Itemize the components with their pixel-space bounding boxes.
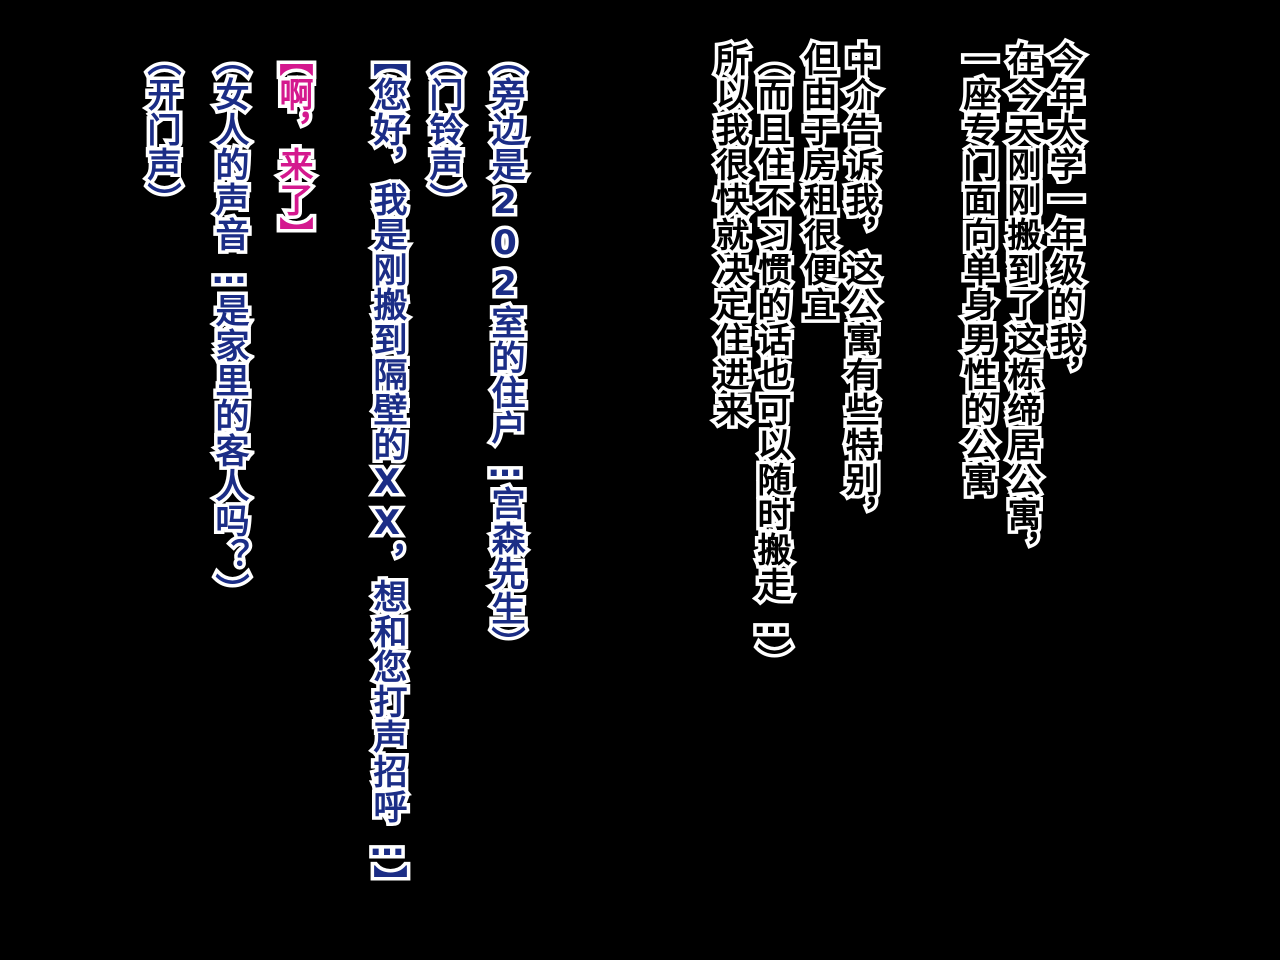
narration-line-6: （而且住不习惯的话也可以随时搬走…） xyxy=(748,39,795,682)
sound-effect-door-open: （开门声） xyxy=(138,39,185,221)
inner-thought-neighbor: （旁边是202室的住户…宫森先生） xyxy=(482,39,529,665)
dialogue-reply: 【啊，来了】 xyxy=(270,39,317,256)
sound-effect-doorbell: （门铃声） xyxy=(420,39,467,221)
narration-line-2: 在今天刚刚搬到了这栋缔居公寓， xyxy=(998,39,1045,571)
narration-line-1: 今年大学一年级的我， xyxy=(1040,39,1087,396)
dialogue-greeting: 【您好，我是刚搬到隔壁的XX，想和您打声招呼…】 xyxy=(364,39,411,904)
inner-thought-woman-voice: （女人的声音…是家里的客人吗？） xyxy=(206,39,253,612)
narration-line-3: 一座专门面向单身男性的公寓 xyxy=(954,39,1001,501)
narration-line-4: 中介告诉我，这公寓有些特别， xyxy=(836,39,883,536)
narration-line-7: 所以我很快就决定住进来 xyxy=(706,39,753,431)
narration-line-5: 但由于房租很便宜 xyxy=(794,39,841,326)
